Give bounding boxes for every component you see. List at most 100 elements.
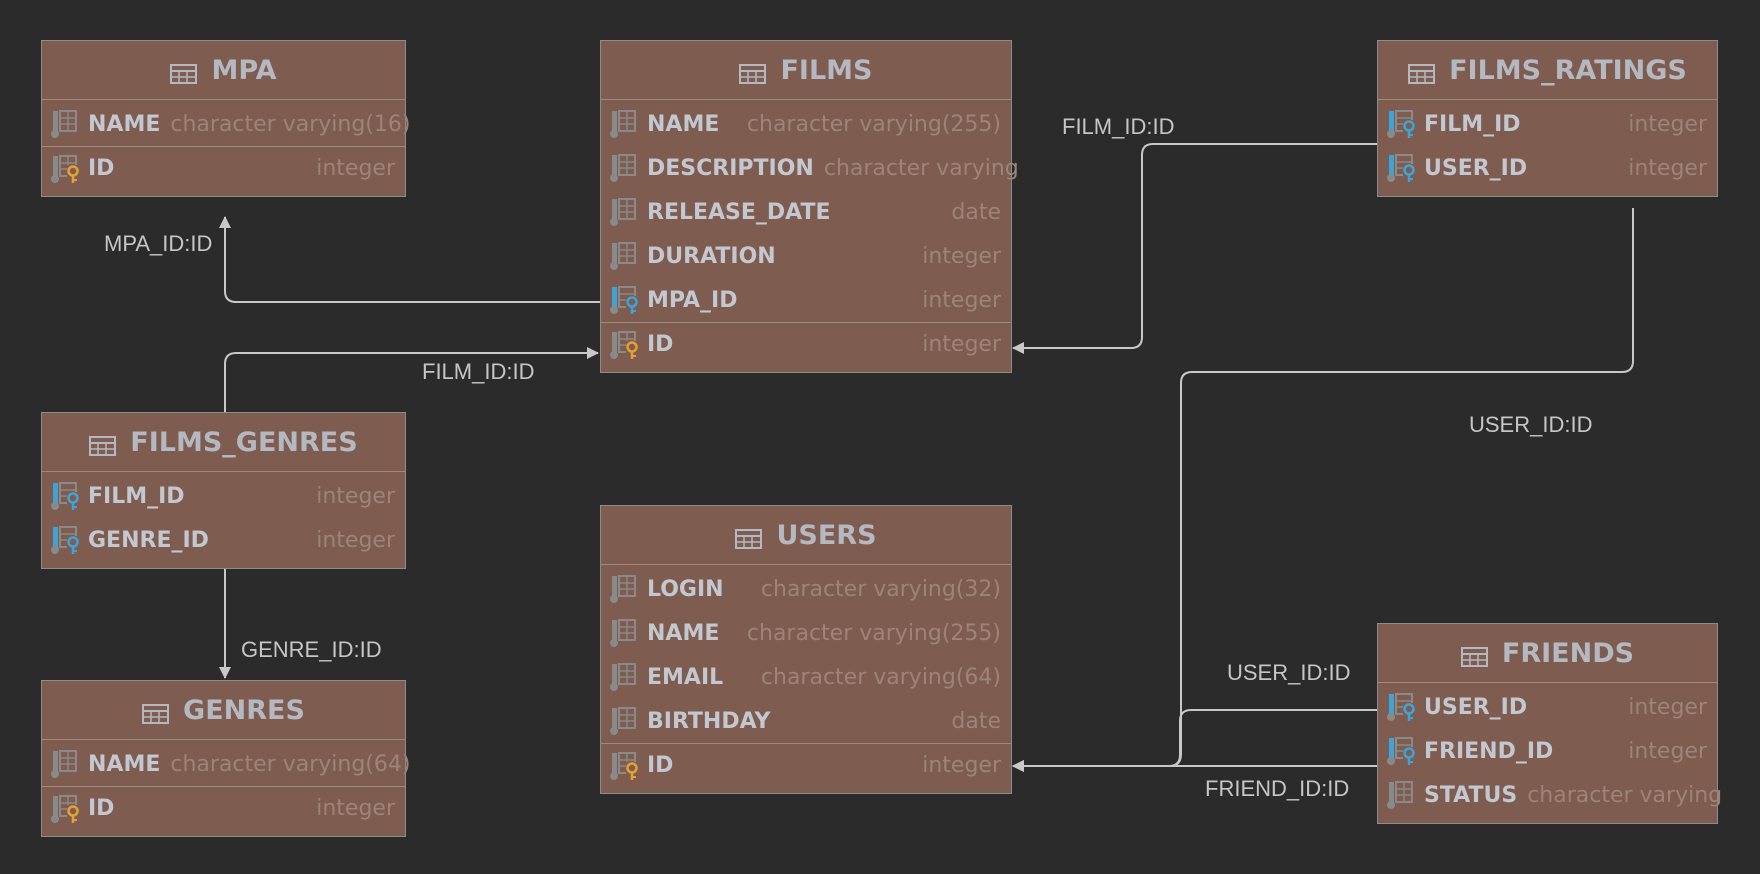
foreign-key-icon [1386, 692, 1418, 722]
column-type: integer [922, 287, 1001, 313]
column-row[interactable]: DESCRIPTION character varying [601, 146, 1019, 190]
column-type: integer [922, 332, 1001, 357]
table-header: MPA [42, 41, 405, 100]
edge-friends-user [1012, 709, 1377, 772]
column-name: STATUS [1424, 782, 1518, 808]
column-row[interactable]: FRIEND_ID integer [1378, 729, 1717, 773]
column-name: RELEASE_DATE [647, 199, 831, 225]
column-type: character varying [823, 155, 1019, 181]
column-row[interactable]: NAME character varying(64) [42, 742, 410, 786]
table-title: USERS [776, 519, 877, 551]
column-name: DURATION [647, 243, 776, 269]
column-type: integer [316, 796, 395, 821]
edge-label-ratings-user: USER_ID:ID [1469, 412, 1593, 437]
table-icon [1460, 643, 1488, 667]
column-row[interactable]: RELEASE_DATE date [601, 190, 1011, 234]
table-icon [735, 525, 763, 549]
column-icon [609, 109, 641, 139]
column-name: NAME [88, 751, 161, 777]
column-type: date [951, 199, 1001, 225]
column-icon [50, 749, 82, 779]
column-type: integer [316, 527, 395, 553]
table-icon [170, 60, 198, 84]
column-type: integer [316, 483, 395, 509]
column-name: MPA_ID [647, 287, 738, 313]
edge-ratings-films [1012, 143, 1377, 354]
edge-label-genre: GENRE_ID:ID [241, 637, 382, 662]
column-type: integer [922, 753, 1001, 778]
column-type: character varying(64) [170, 751, 411, 777]
column-row[interactable]: NAME character varying(16) [42, 102, 410, 146]
column-row[interactable]: GENRE_ID integer [42, 518, 405, 562]
column-type: integer [1628, 694, 1707, 720]
column-row[interactable]: MPA_ID integer [601, 278, 1011, 322]
column-type: integer [1628, 738, 1707, 764]
column-row[interactable]: ID integer [42, 786, 405, 830]
column-type: character varying(16) [170, 111, 411, 137]
table-title: FILMS_GENRES [130, 426, 358, 458]
column-name: FILM_ID [88, 483, 185, 509]
column-name: NAME [647, 620, 720, 646]
column-name: DESCRIPTION [647, 155, 814, 181]
column-name: NAME [647, 111, 720, 137]
column-name: FILM_ID [1424, 111, 1521, 137]
table-header: FRIENDS [1378, 624, 1717, 683]
edge-label-mpa: MPA_ID:ID [104, 231, 213, 256]
table-header: FILMS [601, 41, 1011, 100]
column-row[interactable]: EMAIL character varying(64) [601, 655, 1011, 699]
table-icon [142, 700, 170, 724]
column-row[interactable]: FILM_ID integer [1378, 102, 1717, 146]
column-name: ID [88, 796, 115, 821]
column-name: ID [647, 753, 674, 778]
primary-key-icon [609, 330, 641, 360]
primary-key-icon [50, 154, 82, 184]
column-name: USER_ID [1424, 155, 1528, 181]
foreign-key-icon [1386, 736, 1418, 766]
column-name: USER_ID [1424, 694, 1528, 720]
column-row[interactable]: ID integer [601, 322, 1011, 366]
table-icon [89, 432, 117, 456]
primary-key-icon [609, 751, 641, 781]
column-row[interactable]: FILM_ID integer [42, 474, 405, 518]
edge-filmsgenres-films [224, 347, 599, 412]
column-type: integer [316, 156, 395, 181]
column-name: NAME [88, 111, 161, 137]
column-row[interactable]: ID integer [601, 743, 1011, 787]
table-icon [739, 60, 767, 84]
column-row[interactable]: STATUS character varying [1378, 773, 1722, 817]
column-type: integer [1628, 111, 1707, 137]
column-icon [609, 574, 641, 604]
column-type: character varying(64) [760, 664, 1001, 690]
column-icon [609, 153, 641, 183]
column-name: GENRE_ID [88, 527, 209, 553]
column-type: character varying [1527, 782, 1723, 808]
edge-label-friends-user: USER_ID:ID [1227, 660, 1351, 685]
column-name: EMAIL [647, 664, 724, 690]
column-icon [609, 662, 641, 692]
column-name: ID [647, 332, 674, 357]
column-icon [1386, 780, 1418, 810]
edge-label-ratings-film: FILM_ID:ID [1062, 114, 1175, 139]
table-genres[interactable]: GENRES NAME character varying(64) ID integer [41, 680, 410, 837]
table-title: MPA [211, 54, 277, 86]
table-title: GENRES [183, 694, 305, 726]
column-row[interactable]: USER_ID integer [1378, 685, 1717, 729]
table-header: FILMS_GENRES [42, 413, 405, 472]
column-name: FRIEND_ID [1424, 738, 1554, 764]
table-icon [1408, 60, 1436, 84]
foreign-key-icon [50, 525, 82, 555]
